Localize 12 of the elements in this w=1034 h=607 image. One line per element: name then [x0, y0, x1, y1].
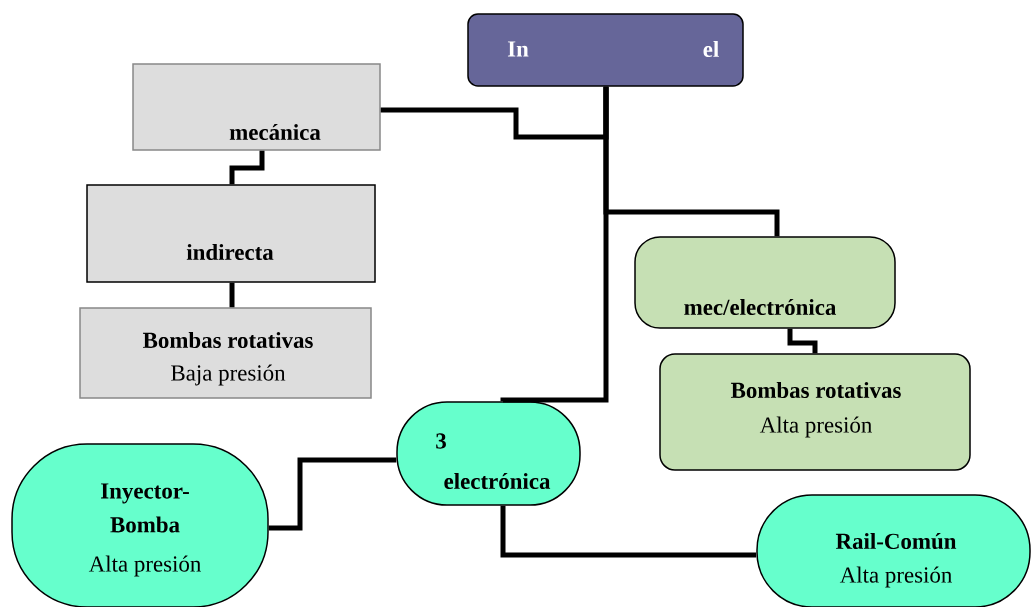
connector-line	[268, 457, 397, 531]
connector-line	[229, 282, 235, 308]
title-box: In el	[467, 13, 744, 87]
category-box: Bombas rotativas Baja presión	[79, 307, 372, 399]
connector-line	[500, 505, 757, 558]
connector-line	[229, 150, 265, 185]
connector-line	[787, 328, 818, 354]
category-box: mecánica	[132, 63, 381, 151]
category-box: indirecta	[86, 184, 376, 283]
connector-line	[500, 86, 609, 404]
rounded-box: mec/electrónica	[634, 236, 896, 329]
rounded-box: Bombas rotativas Alta presión	[659, 353, 971, 471]
